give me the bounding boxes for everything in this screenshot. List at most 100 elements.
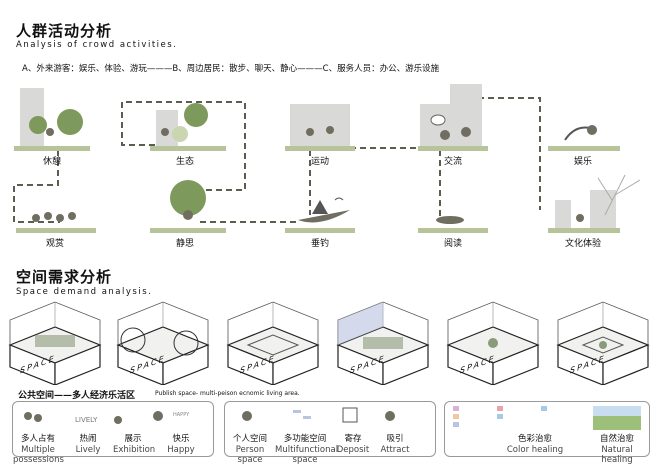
speech-bubble-icon — [430, 114, 446, 126]
space-boxes — [9, 301, 649, 385]
base-bar — [418, 146, 488, 151]
cap-personal: 个人空间 — [232, 434, 267, 444]
color-swatch — [453, 422, 459, 427]
base-bar — [418, 228, 488, 233]
person-icon — [461, 127, 471, 137]
cap-nature-heal: 自然治愈 — [599, 434, 634, 444]
base-bar — [285, 228, 355, 233]
building-block — [590, 190, 616, 228]
space-box-2 — [117, 301, 209, 385]
bush-icon — [172, 126, 188, 142]
cap-deposit-en: Deposit — [336, 445, 370, 455]
cap-multifunction: 多功能空间 — [283, 434, 327, 444]
space-box-5 — [447, 301, 539, 385]
boat-icon — [298, 210, 350, 223]
cap-personal-en: Person space — [235, 445, 265, 465]
sky-image — [593, 406, 641, 416]
cap-color-heal-en: Color healing — [506, 445, 564, 455]
cap-happy-en: Happy — [167, 445, 195, 455]
base-bar — [285, 146, 355, 151]
activity-label-meditate: 静思 — [175, 239, 194, 249]
cap-color-heal: 色彩治愈 — [517, 434, 552, 444]
panel-lively: LIVELY HAPPY 多人占有 Multiple possessions 热… — [12, 401, 214, 465]
cap-deposit: 寄存 — [344, 434, 362, 444]
color-swatch — [497, 406, 503, 411]
bare-tree-icon — [597, 174, 641, 216]
color-swatch — [453, 406, 459, 411]
person-icon — [46, 128, 54, 136]
activity-label-entertain: 娱乐 — [573, 157, 592, 167]
swing-icon — [564, 126, 591, 141]
person-icon — [32, 214, 40, 222]
cap-nature-heal-en: Natural healing — [601, 445, 633, 465]
activity-label-exchange: 交流 — [443, 157, 462, 167]
base-bar — [150, 228, 226, 233]
reading-person-icon — [436, 216, 464, 224]
person-icon — [44, 212, 52, 220]
tree-icon — [29, 116, 47, 134]
crowd-activity-diagram — [13, 84, 641, 233]
section1-title: 人群活动分析 — [16, 22, 113, 40]
person-icon — [34, 414, 42, 422]
building-block — [290, 104, 350, 146]
tile-icon — [293, 410, 301, 413]
tile-icon — [303, 416, 311, 419]
person-icon — [161, 128, 169, 136]
person-icon — [587, 125, 597, 135]
person-icon — [153, 411, 163, 421]
person-icon — [56, 214, 64, 222]
color-swatch — [453, 414, 459, 419]
activity-label-reading: 阅读 — [443, 239, 462, 249]
crowd-legend: A、外来游客：娱乐、体验、游玩———B、周边居民：散步、聊天、静心———C、服务… — [22, 64, 440, 74]
person-icon — [440, 130, 450, 140]
public-space-caption: 公共空间——多人经济乐活区 — [18, 391, 136, 401]
panel-healing: 色彩治愈 Color healing 自然治愈 Natural healing — [444, 401, 650, 465]
activity-label-culture: 文化体验 — [564, 239, 601, 249]
cap-exhibit: 展示 — [124, 434, 142, 444]
person-icon — [183, 210, 193, 220]
cap-multi: 多人占有 — [20, 434, 55, 444]
happy-word: HAPPY — [173, 412, 190, 418]
person-icon — [306, 128, 314, 136]
cap-attract-en: Attract — [380, 445, 410, 455]
fisher-hat-icon — [312, 200, 328, 214]
base-bar — [16, 228, 96, 233]
cap-happy: 快乐 — [172, 434, 190, 444]
cap-multifunction-en: Multifunctional space — [275, 445, 339, 465]
base-bar — [548, 146, 620, 151]
person-icon — [68, 212, 76, 220]
person-icon — [24, 412, 32, 420]
person-icon — [242, 411, 252, 421]
activity-label-view: 观赏 — [45, 239, 64, 249]
person-icon — [114, 416, 122, 424]
cap-lively: 热闹 — [79, 434, 97, 444]
cap-attract: 吸引 — [386, 434, 404, 444]
cap-multi-en: Multiple possessions — [13, 445, 64, 465]
tree-icon — [170, 180, 206, 216]
lively-word: LIVELY — [75, 416, 98, 424]
activity-label-rest: 休憩 — [42, 157, 61, 167]
activity-label-fishing: 垂钓 — [310, 239, 329, 249]
locker-icon — [342, 407, 358, 423]
person-icon — [576, 214, 584, 222]
bird-icon — [334, 197, 344, 201]
base-bar — [548, 228, 620, 233]
public-space-caption-en: Publish space- multi-peison ecnomic livi… — [155, 390, 300, 397]
person-icon — [326, 126, 334, 134]
activity-label-ecology: 生态 — [175, 157, 194, 167]
tree-icon — [184, 103, 208, 127]
space-box-6 — [557, 301, 649, 385]
cap-lively-en: Lively — [75, 445, 101, 455]
activity-route-path — [13, 97, 541, 223]
space-box-1 — [9, 301, 101, 385]
space-box-3 — [227, 301, 319, 385]
color-swatch — [497, 414, 503, 419]
section2-subtitle: Space demand analysis. — [16, 287, 153, 297]
base-bar — [150, 146, 226, 151]
section2-title: 空间需求分析 — [16, 268, 113, 286]
activity-label-sport: 运动 — [310, 157, 329, 167]
panel-personal: 个人空间 Person space 多功能空间 Multifunctional … — [224, 401, 436, 465]
cap-exhibit-en: Exhibition — [113, 445, 156, 455]
building-block — [156, 110, 178, 146]
person-icon — [385, 411, 395, 421]
